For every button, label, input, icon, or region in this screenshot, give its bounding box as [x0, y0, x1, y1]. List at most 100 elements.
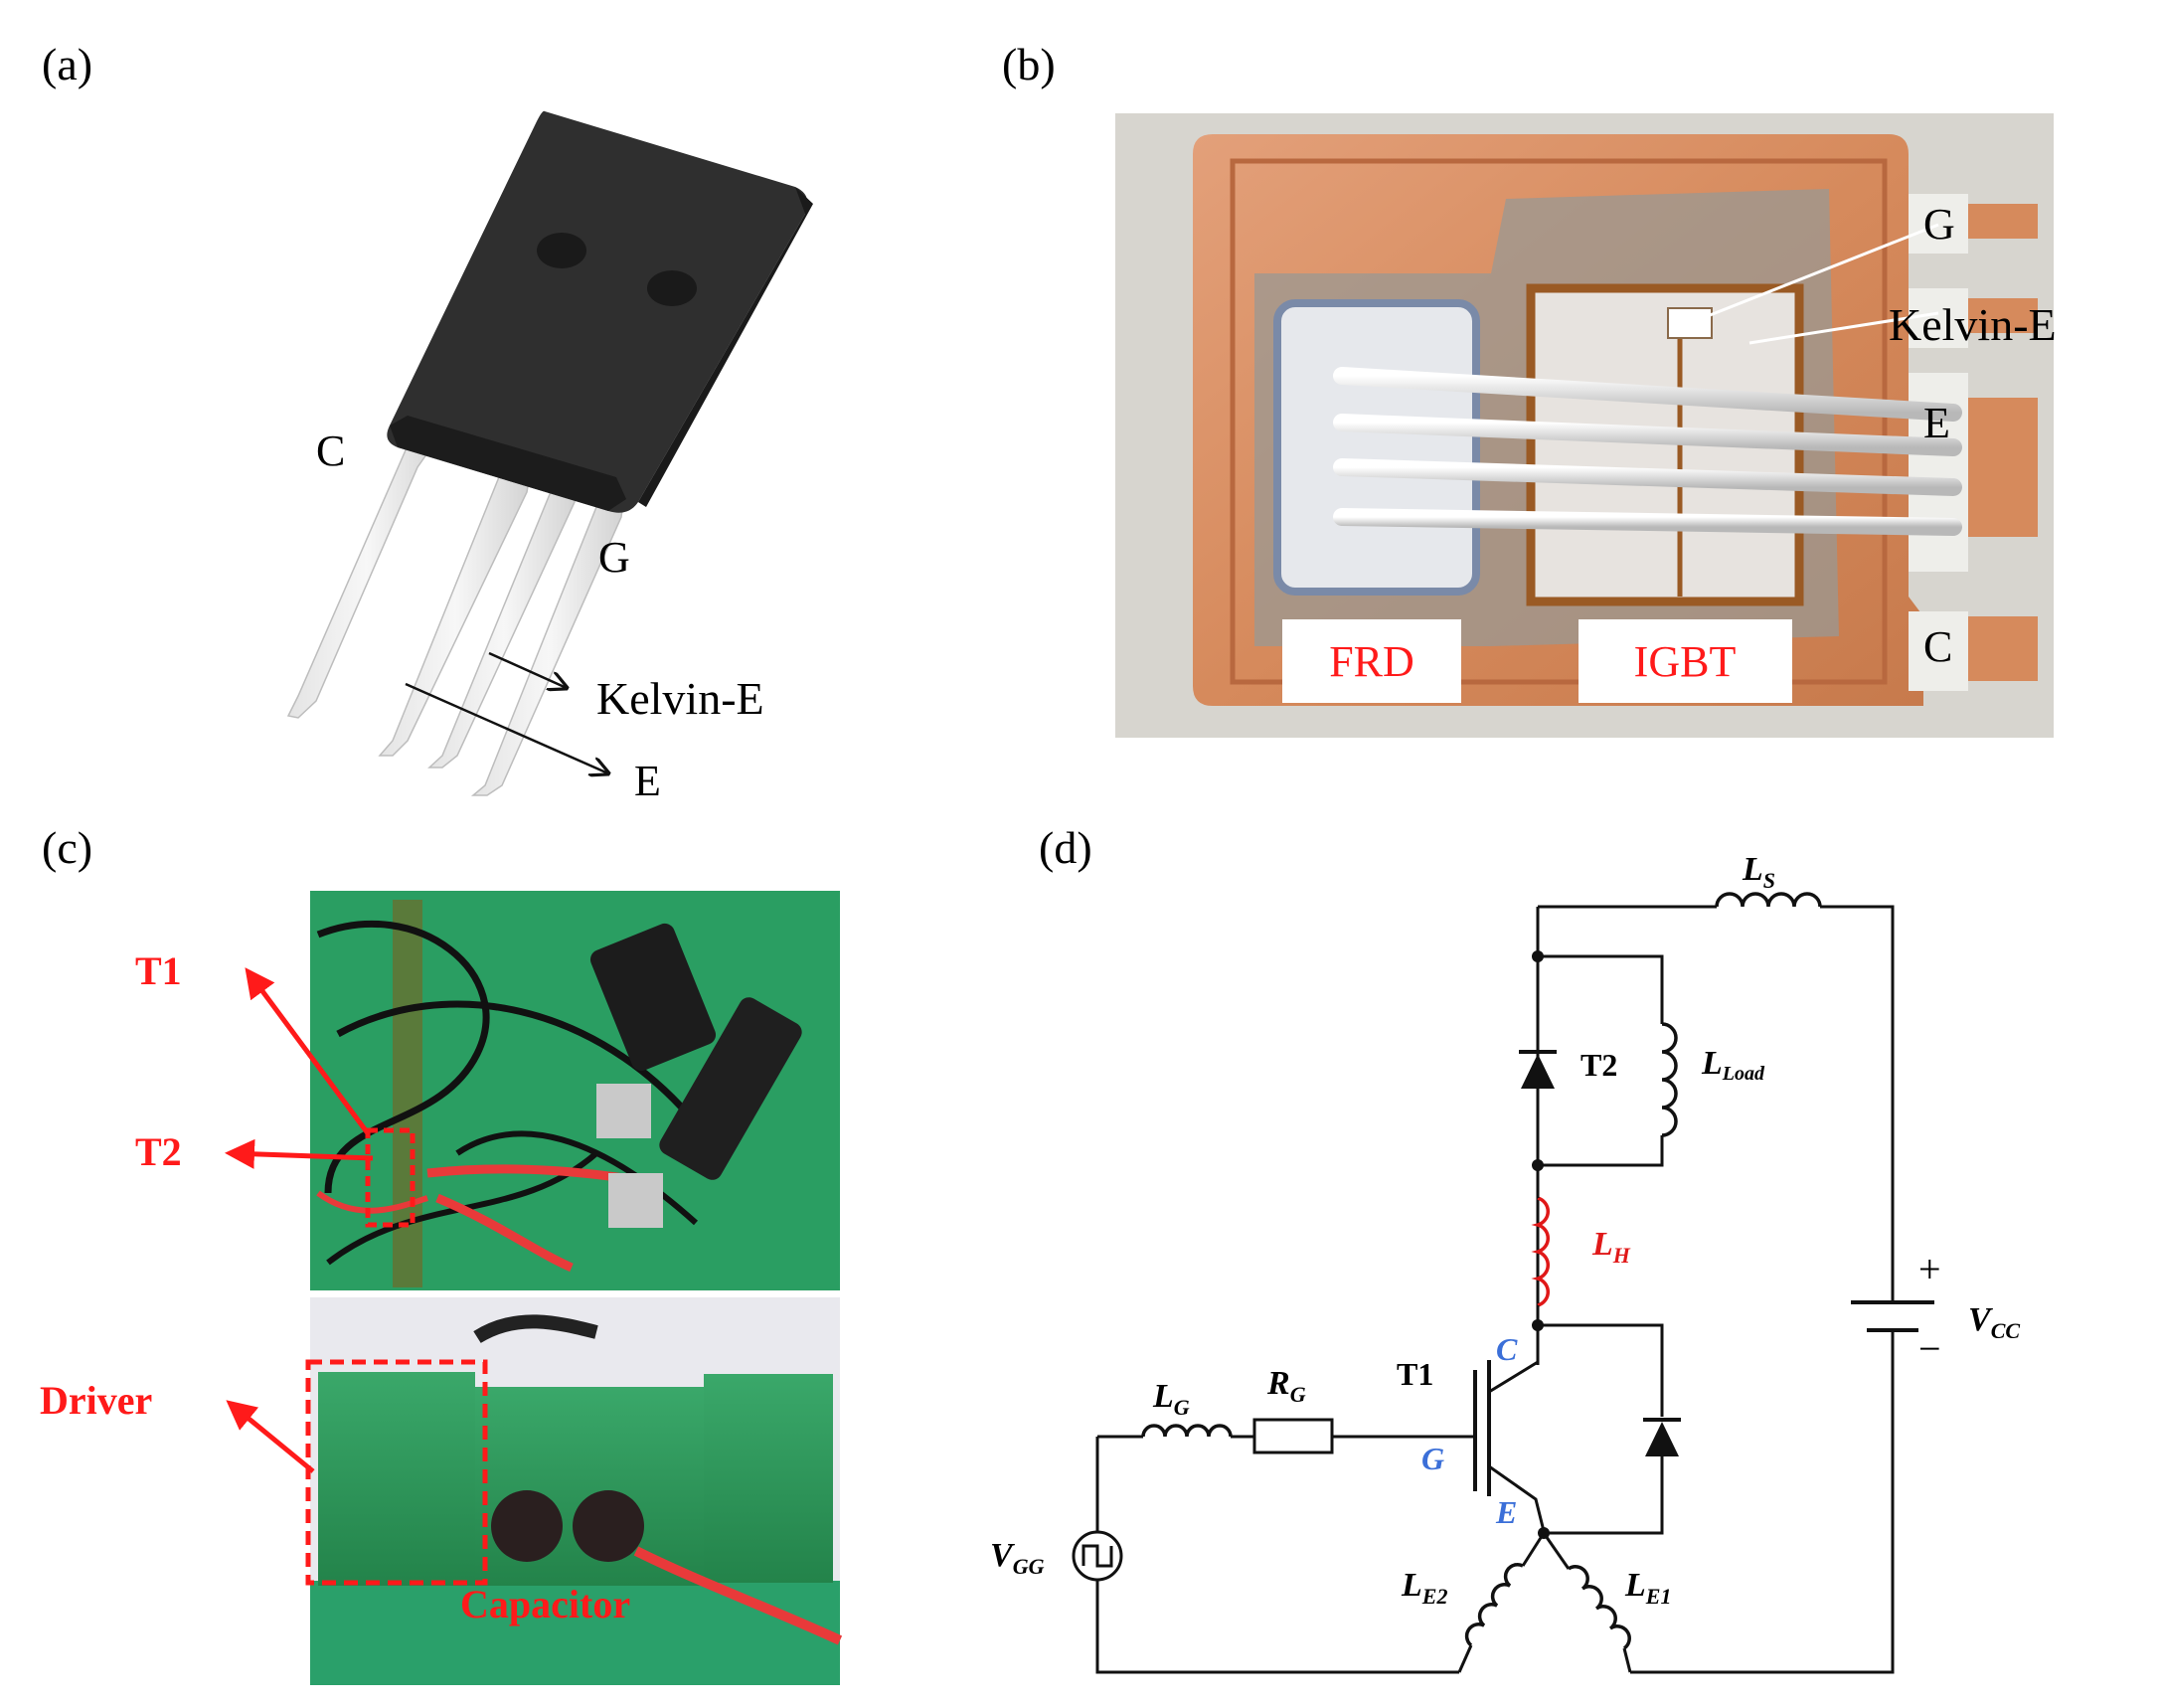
pin-label-g: G — [598, 533, 630, 582]
pin-label-g: G — [1923, 200, 1955, 249]
junction-dot-1 — [1532, 950, 1544, 962]
lead-c — [286, 427, 447, 719]
panel-b-label: (b) — [1002, 39, 1056, 89]
lead-kelvin-e — [427, 476, 580, 769]
label-minus: − — [1918, 1326, 1941, 1371]
resistor-rg — [1252, 1418, 1334, 1454]
terminal-c-copper — [1968, 616, 2038, 681]
label-le2: LE2 — [1401, 1567, 1447, 1609]
wire-gate-loop-left — [1095, 1437, 1459, 1674]
panel-a: (a) C G Kelvin-E E — [42, 39, 813, 805]
inductor-lh — [1531, 1196, 1551, 1307]
panel-b: (b) — [1002, 39, 2057, 738]
panel-c-label: (c) — [42, 822, 92, 873]
chip-label-igbt: IGBT — [1634, 637, 1737, 686]
label-vgg: VGG — [990, 1537, 1045, 1579]
diode-t1-freewheel — [1643, 1418, 1681, 1456]
label-ls: LS — [1742, 851, 1775, 893]
terminal-g-copper — [1968, 204, 2038, 239]
photo-bottom-red-cable — [633, 1546, 843, 1645]
pin-label-e: E — [634, 757, 661, 805]
label-lload: LLoad — [1701, 1045, 1765, 1085]
photo-top-module-2 — [608, 1173, 663, 1228]
terminal-kelvin-e — [1909, 288, 1968, 348]
photo-top-dut-box — [365, 1127, 416, 1228]
lead-e — [378, 461, 533, 757]
photo-top-probe-amp — [659, 997, 802, 1180]
arrow-e — [405, 682, 608, 773]
label-lh: LH — [1591, 1226, 1631, 1268]
package-mounting-hole-1 — [537, 233, 586, 268]
inductor-lg — [1141, 1424, 1233, 1438]
test-bench-photo-bottom — [305, 1297, 843, 1685]
photo-top-cable-1 — [316, 921, 490, 1194]
pin-label-kelvin-e: Kelvin-E — [1889, 299, 2057, 350]
photo-top-cable-2 — [336, 1000, 699, 1126]
photo-bottom-capacitor-2 — [573, 1490, 644, 1562]
frd-label-box — [1282, 619, 1461, 703]
arrow-t1 — [245, 967, 371, 1135]
inductor-le2 — [1464, 1562, 1524, 1647]
diode-t2 — [1519, 1050, 1557, 1089]
gate-bond-wire — [1689, 223, 1939, 325]
arrow-t2 — [225, 1138, 374, 1169]
label-t1: T1 — [1397, 1356, 1433, 1392]
igbt-label-box — [1579, 619, 1792, 703]
label-t2: T2 — [1580, 1047, 1617, 1083]
wire-load-bottom — [1538, 1135, 1664, 1167]
panel-a-label: (a) — [42, 39, 92, 89]
arrow-kelvin-e — [488, 651, 567, 688]
junction-dot-2 — [1532, 1159, 1544, 1171]
inductor-le1 — [1567, 1565, 1631, 1650]
label-le1: LE1 — [1624, 1567, 1671, 1609]
photo-bottom-driver-board — [318, 1372, 475, 1586]
pin-label-c: C — [1923, 622, 1952, 671]
igbt-t1-collector — [1488, 1360, 1539, 1394]
to247-package-illustration — [286, 110, 813, 796]
wire-load-top — [1538, 954, 1664, 1024]
lead-g — [470, 491, 625, 796]
terminal-ke-copper — [1968, 298, 2038, 333]
package-mounting-hole-2 — [647, 270, 697, 306]
panel-d-label: (d) — [1039, 822, 1092, 873]
label-vcc: VCC — [1968, 1301, 2020, 1343]
pin-label-c: C — [316, 427, 345, 475]
label-pin-g: G — [1421, 1441, 1444, 1476]
circuit-wires — [1095, 892, 1895, 1674]
label-lg: LG — [1152, 1378, 1190, 1420]
terminal-g — [1909, 194, 1968, 254]
kelvin-bond-wire — [1748, 311, 1939, 345]
inductor-lload — [1661, 1022, 1678, 1137]
package-body-front — [387, 110, 808, 513]
label-pin-e: E — [1495, 1494, 1517, 1530]
arrow-driver — [226, 1400, 315, 1473]
bond-wire-4 — [1333, 508, 1962, 536]
callout-t2: T2 — [135, 1129, 182, 1174]
bond-wire-1 — [1333, 367, 1962, 422]
panel-c: (c) — [40, 822, 843, 1685]
label-pin-c: C — [1496, 1331, 1518, 1367]
igbt-t1-emitter — [1488, 1464, 1546, 1532]
chip-label-frd: FRD — [1329, 637, 1414, 686]
pin-label-e: E — [1923, 399, 1950, 447]
frd-chip — [1273, 299, 1480, 596]
panel-d: (d) — [990, 822, 2020, 1674]
wire-right-rail-bottom — [1630, 1330, 1895, 1674]
pulse-source-vgg — [1072, 1530, 1123, 1582]
wire-le2-bottom — [1457, 1644, 1473, 1673]
package-body-side — [638, 187, 813, 507]
photo-top-module-1 — [596, 1084, 651, 1138]
wire-le1-top — [1542, 1532, 1571, 1570]
pin-label-kelvin-e: Kelvin-E — [596, 673, 764, 724]
callout-capacitor: Capacitor — [460, 1582, 630, 1626]
photo-bottom-capacitor-1 — [491, 1490, 563, 1562]
wire-le2-top — [1521, 1532, 1546, 1567]
photo-bottom-right-board — [704, 1374, 833, 1583]
wire-top-right — [1820, 905, 1895, 1302]
test-bench-photo-top — [310, 891, 840, 1290]
terminal-c — [1909, 611, 1968, 691]
callout-driver: Driver — [40, 1378, 152, 1423]
photo-top-red-probe-3 — [316, 1190, 428, 1214]
photo-bottom-driver-box — [305, 1359, 488, 1586]
